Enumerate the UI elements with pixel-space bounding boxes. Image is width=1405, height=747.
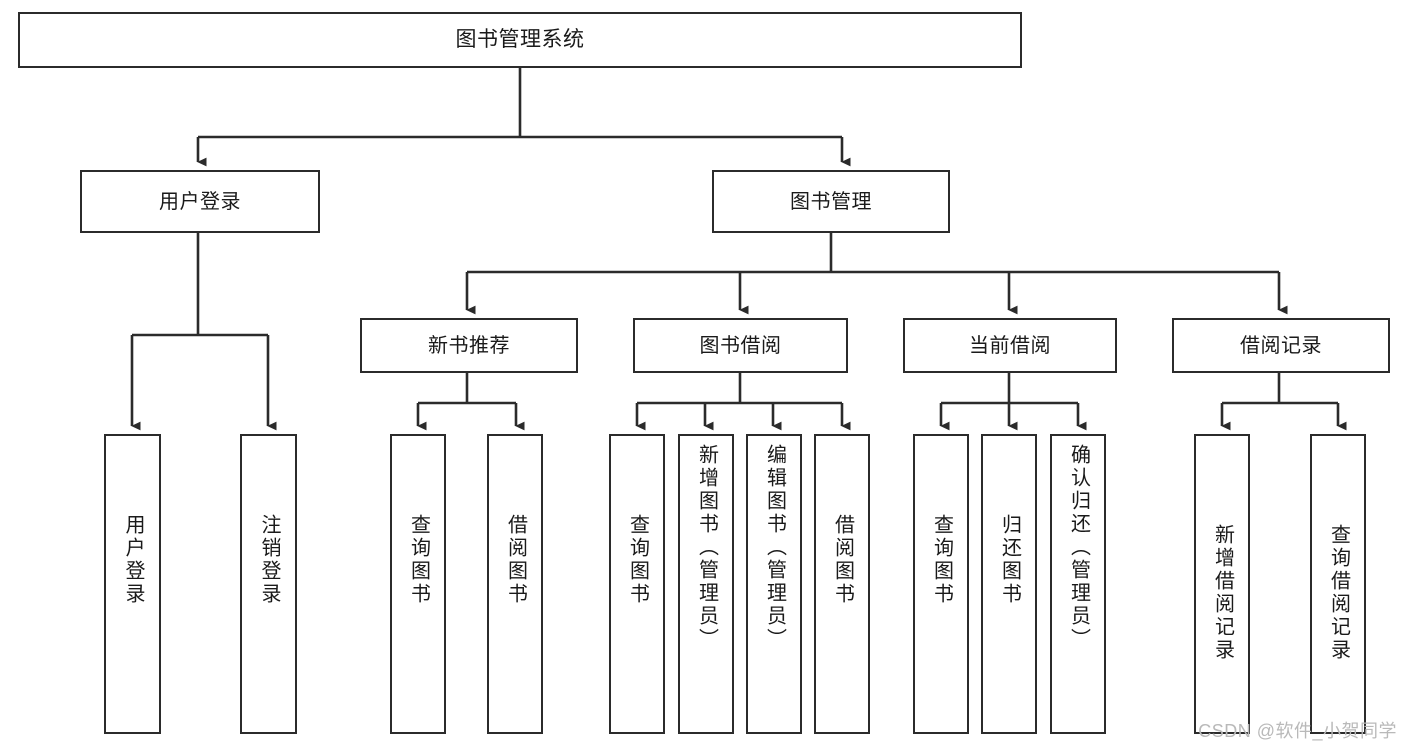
leaf-return-book[interactable]: 归还图书 [981, 434, 1037, 734]
node-label: 当前借阅 [969, 334, 1051, 357]
node-label: 查询图书 [407, 514, 430, 606]
node-label: 借阅记录 [1240, 334, 1322, 357]
leaf-query-borrow-record[interactable]: 查询借阅记录 [1310, 434, 1366, 734]
node-user-login[interactable]: 用户登录 [80, 170, 320, 233]
node-label: 新增图书（管理员） [695, 444, 718, 651]
node-label: 图书借阅 [699, 334, 782, 357]
node-label: 图书管理 [790, 190, 872, 213]
leaf-query-book-borrow[interactable]: 查询图书 [609, 434, 665, 734]
node-label: 新书推荐 [428, 334, 510, 357]
node-label: 借阅图书 [831, 514, 854, 606]
leaf-add-borrow-record[interactable]: 新增借阅记录 [1194, 434, 1250, 734]
leaf-logout-login[interactable]: 注销登录 [240, 434, 297, 734]
node-new-book-recommend[interactable]: 新书推荐 [360, 318, 578, 373]
node-label: 确认归还（管理员） [1067, 444, 1090, 651]
node-label: 查询图书 [930, 514, 953, 606]
node-book-borrow[interactable]: 图书借阅 [633, 318, 848, 373]
leaf-confirm-return-admin[interactable]: 确认归还（管理员） [1050, 434, 1106, 734]
leaf-borrow-book[interactable]: 借阅图书 [814, 434, 870, 734]
node-label: 编辑图书（管理员） [763, 444, 786, 651]
node-label: 用户登录 [159, 190, 241, 213]
csdn-watermark: CSDN @软件_小贺同学 [1198, 721, 1397, 741]
node-label: 注销登录 [258, 514, 280, 606]
node-label: 归还图书 [998, 514, 1021, 606]
node-label: 图书管理系统 [455, 28, 585, 52]
node-label: 查询借阅记录 [1327, 524, 1350, 662]
node-borrow-record[interactable]: 借阅记录 [1172, 318, 1390, 373]
leaf-edit-book-admin[interactable]: 编辑图书（管理员） [746, 434, 802, 734]
node-label: 借阅图书 [504, 514, 527, 606]
node-book-management[interactable]: 图书管理 [712, 170, 950, 233]
leaf-query-book-new-recommend[interactable]: 查询图书 [390, 434, 446, 734]
leaf-query-book-current[interactable]: 查询图书 [913, 434, 969, 734]
node-label: 查询图书 [626, 514, 649, 606]
leaf-user-login[interactable]: 用户登录 [104, 434, 161, 734]
node-root-book-management-system[interactable]: 图书管理系统 [18, 12, 1022, 68]
leaf-add-book-admin[interactable]: 新增图书（管理员） [678, 434, 734, 734]
leaf-borrow-book-new-recommend[interactable]: 借阅图书 [487, 434, 543, 734]
node-label: 用户登录 [122, 514, 144, 606]
node-current-borrow[interactable]: 当前借阅 [903, 318, 1117, 373]
node-label: 新增借阅记录 [1211, 524, 1234, 662]
